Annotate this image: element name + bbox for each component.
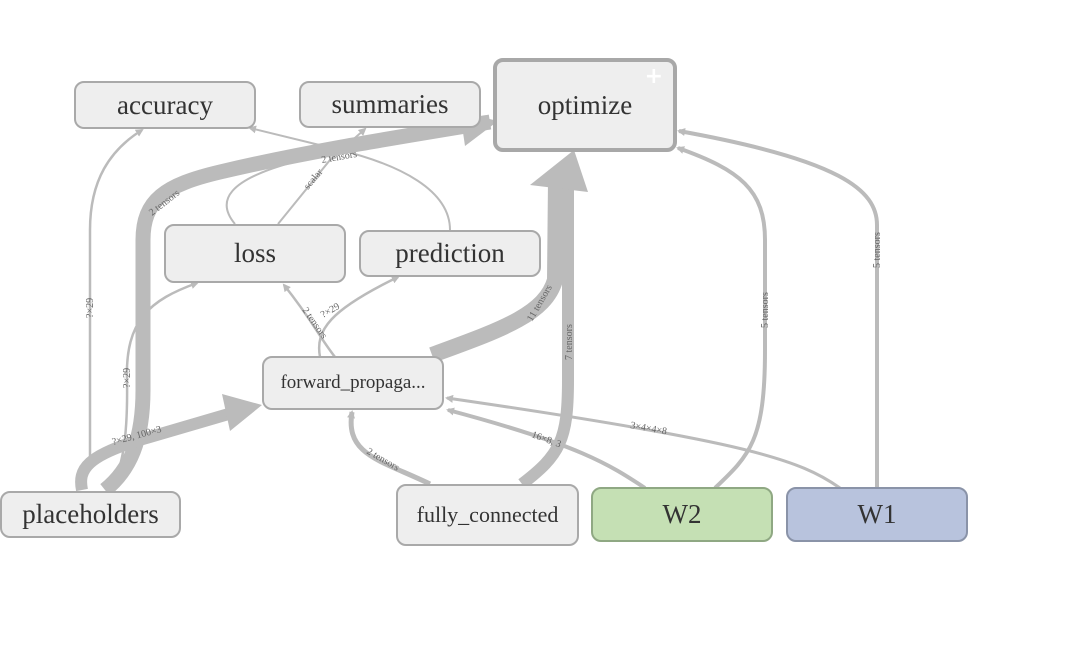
edge-w1-optimize <box>677 128 879 488</box>
edge-label-w1-forward: 3×4×4×8 <box>629 420 667 437</box>
arrow-to-optimize <box>530 150 588 192</box>
node-placeholders[interactable]: placeholders <box>0 491 181 538</box>
node-w2-label: W2 <box>662 499 702 529</box>
edge-placeholders-accuracy <box>88 128 144 460</box>
edge-label-fully-connected-forward: 2 tensors <box>365 446 402 473</box>
node-prediction[interactable]: prediction <box>359 230 541 277</box>
node-optimize[interactable]: optimize + <box>493 58 677 152</box>
node-forward-propagation-label: forward_propaga... <box>280 372 426 393</box>
edge-fully-connected-forward <box>347 410 432 487</box>
edge-label-fully-connected-optimize: 7 tensors <box>564 324 575 360</box>
edge-placeholders-forward <box>75 407 234 492</box>
edge-fully-connected-optimize <box>518 180 574 489</box>
edge-w2-optimize <box>676 146 767 490</box>
node-prediction-label: prediction <box>395 238 505 268</box>
edge-label-forward-prediction: ?×29 <box>319 301 342 321</box>
node-accuracy[interactable]: accuracy <box>74 81 256 129</box>
edge-forward-prediction <box>317 275 400 358</box>
expand-icon[interactable]: + <box>644 64 663 89</box>
edge-label-placeholders-accuracy: ?×29 <box>85 298 96 318</box>
node-loss[interactable]: loss <box>164 224 346 283</box>
node-loss-label: loss <box>233 238 277 268</box>
node-fully-connected[interactable]: fully_connected <box>396 484 579 546</box>
node-optimize-label: optimize <box>537 89 633 120</box>
node-w2[interactable]: W2 <box>591 487 773 542</box>
node-placeholders-label: placeholders <box>22 499 159 529</box>
node-accuracy-label: accuracy <box>117 89 213 120</box>
edge-forward-loss <box>282 283 336 358</box>
arrow-placeholders-forward <box>222 394 262 431</box>
node-w1-label: W1 <box>857 499 897 529</box>
edge-w1-forward <box>445 394 841 490</box>
node-fully-connected-label: fully_connected <box>416 502 559 527</box>
edge-w2-forward <box>446 407 647 490</box>
edge-label-w1-optimize: 5 tensors <box>872 232 883 268</box>
node-summaries[interactable]: summaries <box>299 81 481 128</box>
edge-forward-optimize <box>429 179 564 363</box>
edge-label-w2-optimize: 5 tensors <box>760 292 771 328</box>
edge-label-placeholders-loss: ?×29 <box>122 368 133 388</box>
node-summaries-label: summaries <box>331 89 449 119</box>
node-forward-propagation[interactable]: forward_propaga... <box>262 356 444 410</box>
node-w1[interactable]: W1 <box>786 487 968 542</box>
